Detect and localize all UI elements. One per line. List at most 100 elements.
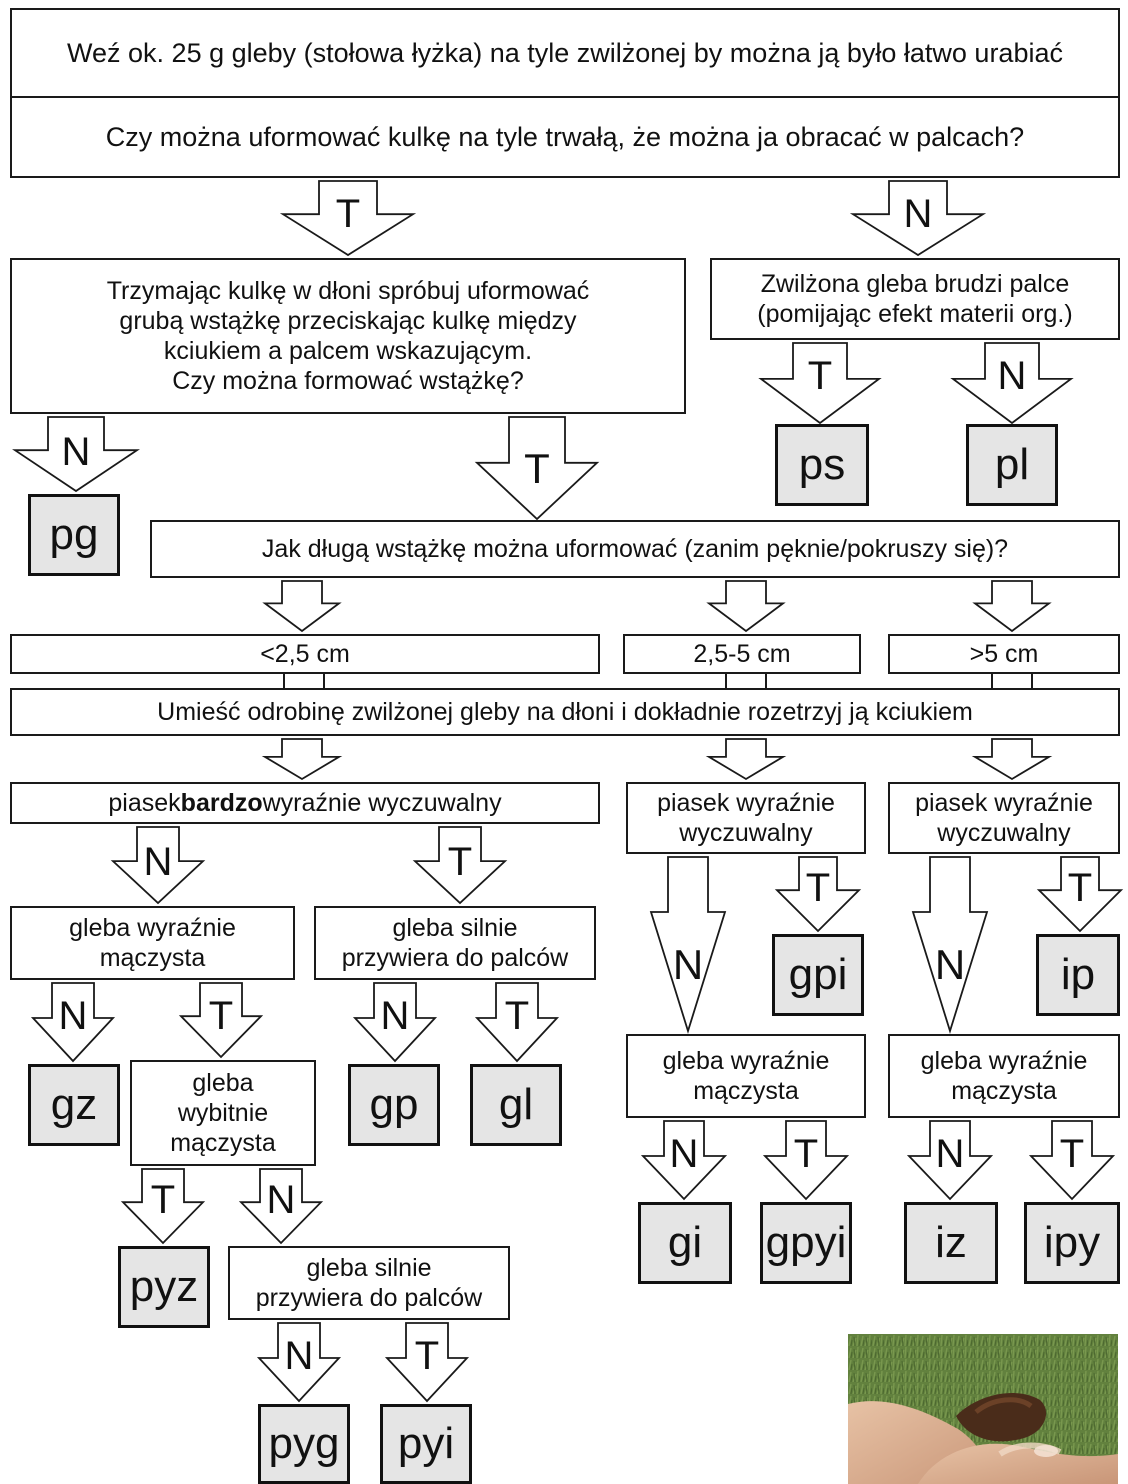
arrow-shape bbox=[474, 416, 600, 521]
arrow-shape bbox=[1036, 856, 1124, 933]
arrow-shape bbox=[849, 180, 987, 257]
arrow-shape bbox=[705, 738, 787, 781]
yes-label: T bbox=[335, 192, 361, 236]
sand-very-pre: piasek bbox=[108, 789, 181, 817]
sand-very-post: wyraźnie wyczuwalny bbox=[262, 789, 502, 817]
arrow-yes: T bbox=[762, 1120, 850, 1201]
silty-long-question: gleba wyraźnie mączysta bbox=[888, 1034, 1120, 1118]
ball-question: Czy można uformować kulkę na tyle trwałą… bbox=[10, 96, 1120, 178]
arrow-yes: T bbox=[1028, 1120, 1116, 1201]
yes-label: T bbox=[414, 1334, 440, 1378]
arrow-shape bbox=[256, 1322, 342, 1403]
arrow-shape bbox=[706, 580, 786, 633]
connector bbox=[725, 674, 767, 690]
connector bbox=[283, 674, 325, 690]
arrow-no: N bbox=[12, 416, 140, 493]
result-ipy: ipy bbox=[1024, 1202, 1120, 1284]
result-iz: iz bbox=[904, 1202, 998, 1284]
result-gl: gl bbox=[470, 1064, 562, 1146]
no-label: N bbox=[380, 994, 410, 1038]
no-label: N bbox=[58, 994, 88, 1038]
arrow-yes: T bbox=[1036, 856, 1124, 933]
ribbon-question: Trzymając kulkę w dłoni spróbuj uformowa… bbox=[10, 258, 686, 414]
arrow-shape bbox=[352, 982, 438, 1063]
yes-label: T bbox=[208, 994, 234, 1038]
arrow-shape bbox=[120, 1168, 206, 1245]
result-pl: pl bbox=[966, 424, 1058, 506]
no-label: N bbox=[284, 1334, 314, 1378]
result-pyz: pyz bbox=[118, 1246, 210, 1328]
arrow-shape bbox=[649, 856, 727, 1035]
length-long-option: >5 cm bbox=[888, 634, 1120, 674]
arrow-yes: T bbox=[384, 1322, 470, 1403]
yes-label: T bbox=[807, 354, 833, 398]
arrow-no: N bbox=[911, 856, 989, 1035]
arrow-shape bbox=[474, 982, 560, 1063]
sticky-question-2: gleba silnie przywiera do palców bbox=[228, 1246, 510, 1320]
arrow-down bbox=[705, 738, 787, 781]
arrow-down bbox=[262, 580, 342, 633]
arrow-shape bbox=[972, 580, 1052, 633]
silty-question-1: gleba wyraźnie mączysta bbox=[10, 906, 295, 980]
yes-label: T bbox=[504, 994, 530, 1038]
result-pyg: pyg bbox=[258, 1404, 350, 1484]
connector bbox=[991, 674, 1033, 690]
sand-very-bold: bardzo bbox=[180, 789, 263, 817]
silty-mid-question: gleba wyraźnie mączysta bbox=[626, 1034, 866, 1118]
result-gpi: gpi bbox=[772, 934, 864, 1016]
result-pg: pg bbox=[28, 494, 120, 576]
no-label: N bbox=[935, 1132, 965, 1176]
arrow-no: N bbox=[238, 1168, 324, 1245]
arrow-shape bbox=[384, 1322, 470, 1403]
yes-label: T bbox=[524, 445, 550, 492]
yes-label: T bbox=[447, 840, 473, 884]
rub-instruction: Umieść odrobinę zwilżonej gleby na dłoni… bbox=[10, 688, 1120, 736]
yes-label: T bbox=[805, 866, 831, 910]
length-mid-option: 2,5-5 cm bbox=[623, 634, 861, 674]
yes-label: T bbox=[793, 1132, 819, 1176]
arrow-no: N bbox=[640, 1120, 728, 1201]
arrow-shape bbox=[911, 856, 989, 1035]
result-ip: ip bbox=[1036, 934, 1120, 1016]
arrow-yes: T bbox=[279, 180, 417, 257]
arrow-no: N bbox=[256, 1322, 342, 1403]
arrow-shape bbox=[412, 826, 508, 905]
arrow-down bbox=[971, 738, 1053, 781]
arrow-down bbox=[706, 580, 786, 633]
no-label: N bbox=[669, 1132, 699, 1176]
arrow-yes: T bbox=[774, 856, 862, 933]
result-gz: gz bbox=[28, 1064, 120, 1146]
yes-label: T bbox=[1059, 1132, 1085, 1176]
arrow-shape bbox=[238, 1168, 324, 1245]
sticky-question-1: gleba silnie przywiera do palców bbox=[314, 906, 596, 980]
arrow-yes: T bbox=[474, 416, 600, 521]
no-label: N bbox=[143, 840, 173, 884]
result-pyi: pyi bbox=[380, 1404, 472, 1484]
arrow-shape bbox=[774, 856, 862, 933]
arrow-yes: T bbox=[120, 1168, 206, 1245]
arrow-shape bbox=[906, 1120, 994, 1201]
arrow-shape bbox=[12, 416, 140, 493]
arrow-shape bbox=[1028, 1120, 1116, 1201]
no-label: N bbox=[672, 941, 704, 988]
length-short-option: <2,5 cm bbox=[10, 634, 600, 674]
arrow-shape bbox=[262, 580, 342, 633]
arrow-shape bbox=[110, 826, 206, 905]
no-label: N bbox=[266, 1178, 296, 1222]
arrow-shape bbox=[178, 982, 264, 1059]
yes-label: T bbox=[1067, 866, 1093, 910]
arrow-shape bbox=[640, 1120, 728, 1201]
arrow-yes: T bbox=[412, 826, 508, 905]
sand-very-question: piasek bardzo wyraźnie wyczuwalny bbox=[10, 782, 600, 824]
sand-long-question: piasek wyraźnie wyczuwalny bbox=[888, 782, 1120, 854]
arrow-no: N bbox=[649, 856, 727, 1035]
arrow-yes: T bbox=[474, 982, 560, 1063]
result-gpyi: gpyi bbox=[760, 1202, 852, 1284]
result-gi: gi bbox=[638, 1202, 732, 1284]
result-gp: gp bbox=[348, 1064, 440, 1146]
arrow-down bbox=[261, 738, 343, 781]
ribbon-length-question: Jak długą wstążkę można uformować (zanim… bbox=[150, 520, 1120, 578]
arrow-no: N bbox=[906, 1120, 994, 1201]
arrow-shape bbox=[30, 982, 116, 1063]
dirty-fingers-question: Zwilżona gleba brudzi palce (pomijając e… bbox=[710, 258, 1120, 340]
